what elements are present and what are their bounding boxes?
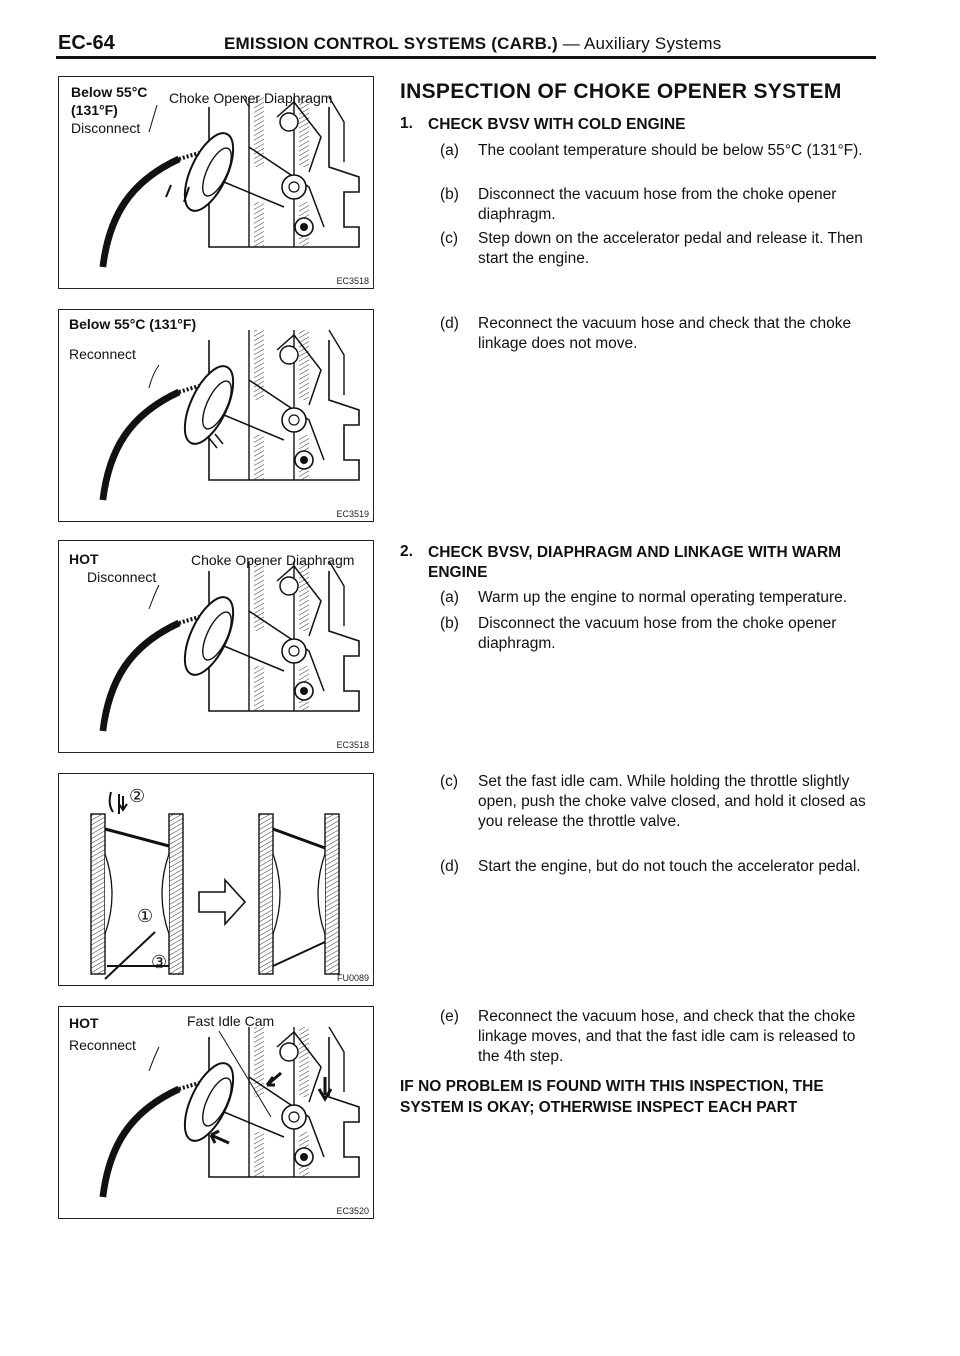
carburetor-diagram	[59, 541, 373, 752]
item-key: (b)	[440, 186, 459, 203]
item-text: Start the engine, but do not touch the a…	[478, 858, 861, 875]
item-key: (d)	[440, 315, 459, 332]
action-label: Reconnect	[69, 1037, 136, 1053]
item-key: (e)	[440, 1008, 459, 1025]
figure-throttle-valves: ② ① ③ FU0089	[58, 773, 374, 986]
item-key: (c)	[440, 230, 459, 247]
section-title: INSPECTION OF CHOKE OPENER SYSTEM	[400, 80, 842, 103]
figure-code: EC3520	[336, 1206, 369, 1216]
figure-cold-disconnect: Below 55°C (131°F) Disconnect Choke Open…	[58, 76, 374, 289]
step-title: CHECK BVSV, DIAPHRAGM AND LINKAGE WITH W…	[428, 544, 842, 581]
temperature-label: Below 55°C	[71, 84, 148, 100]
step-title: CHECK BVSV WITH COLD ENGINE	[428, 116, 686, 133]
temperature-label: Below 55°C (131°F)	[69, 316, 197, 332]
item-key: (a)	[440, 589, 459, 606]
part-label: Choke Opener Diaphragm	[191, 552, 355, 568]
action-label: Reconnect	[69, 346, 136, 362]
carburetor-diagram	[59, 1007, 373, 1218]
figure-code: EC3519	[336, 509, 369, 519]
page-title-sub: — Auxiliary Systems	[562, 34, 722, 53]
item-text: Disconnect the vacuum hose from the chok…	[478, 615, 837, 652]
step-1-heading: 1. CHECK BVSV WITH COLD ENGINE	[400, 115, 880, 137]
part-label: Fast Idle Cam	[187, 1013, 275, 1029]
page-title-main: EMISSION CONTROL SYSTEMS (CARB.)	[224, 34, 558, 53]
step-number: 2.	[400, 543, 413, 560]
temperature-label: HOT	[69, 551, 99, 567]
item-text: Step down on the accelerator pedal and r…	[478, 230, 863, 267]
marker-2: ②	[129, 786, 146, 806]
item-text: Reconnect the vacuum hose, and check tha…	[478, 1008, 856, 1065]
figure-hot-disconnect: HOT Disconnect Choke Opener Diaphragm EC…	[58, 540, 374, 753]
item-key: (a)	[440, 142, 459, 159]
page-code: EC-64	[58, 32, 115, 54]
item-text: Reconnect the vacuum hose and check that…	[478, 315, 852, 352]
item-key: (c)	[440, 773, 459, 790]
figure-cold-reconnect: Below 55°C (131°F) Reconnect EC3519	[58, 309, 374, 522]
step-2-heading: 2. CHECK BVSV, DIAPHRAGM AND LINKAGE WIT…	[400, 543, 880, 587]
summary-note: IF NO PROBLEM IS FOUND WITH THIS INSPECT…	[400, 1078, 824, 1116]
carburetor-diagram	[59, 310, 373, 521]
marker-3: ③	[151, 952, 168, 972]
step-number: 1.	[400, 115, 413, 132]
action-label: Disconnect	[87, 569, 157, 585]
page-title: EMISSION CONTROL SYSTEMS (CARB.) — Auxil…	[224, 34, 722, 54]
part-label: Choke Opener Diaphragm	[169, 90, 333, 106]
item-key: (b)	[440, 615, 459, 632]
item-key: (d)	[440, 858, 459, 875]
item-text: Disconnect the vacuum hose from the chok…	[478, 186, 837, 223]
figure-code: FU0089	[336, 973, 369, 983]
item-text: Warm up the engine to normal operating t…	[478, 589, 848, 606]
carburetor-diagram	[59, 77, 373, 288]
temperature-label: HOT	[69, 1015, 99, 1031]
header-rule	[56, 56, 876, 59]
item-text: The coolant temperature should be below …	[478, 142, 863, 159]
figure-code: EC3518	[336, 740, 369, 750]
marker-1: ①	[137, 906, 154, 926]
temperature-f-label: (131°F)	[71, 102, 118, 118]
figure-hot-reconnect: HOT Reconnect Fast Idle Cam EC3520	[58, 1006, 374, 1219]
action-label: Disconnect	[71, 120, 141, 136]
throttle-bore-diagram	[90, 791, 340, 980]
item-text: Set the fast idle cam. While holding the…	[478, 773, 866, 830]
figure-code: EC3518	[336, 276, 369, 286]
